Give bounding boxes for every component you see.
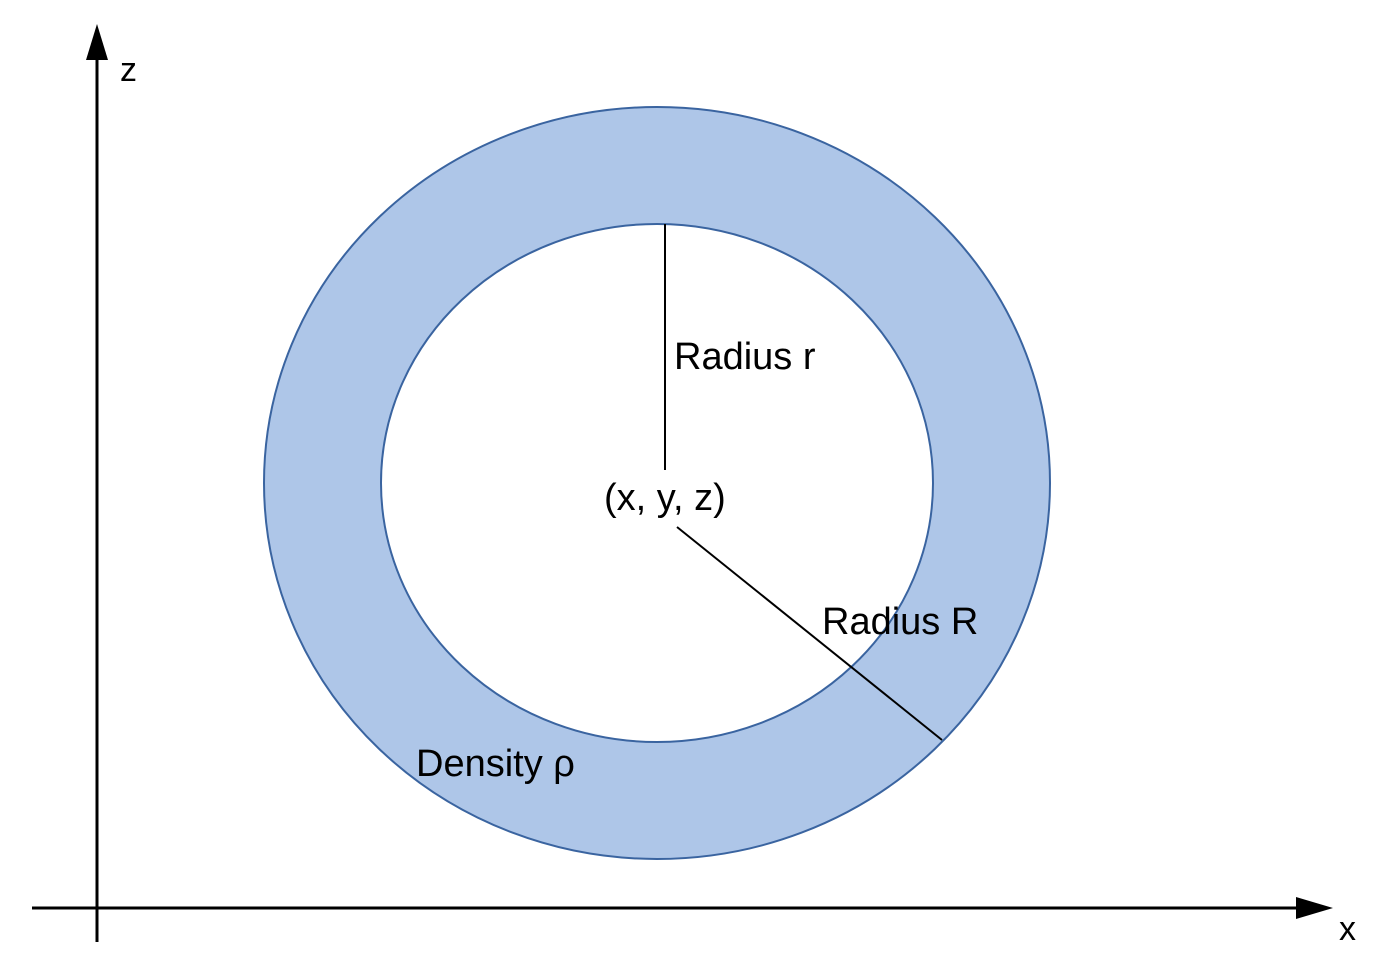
outer-shell: [264, 107, 1050, 859]
x-axis-arrowhead: [1296, 897, 1333, 919]
density-label: Density ρ: [416, 743, 575, 785]
outer-radius-line: [676, 526, 943, 741]
center-label: (x, y, z): [604, 477, 726, 519]
outer-radius-label: Radius R: [822, 601, 978, 643]
outer-boundary: [263, 106, 1051, 860]
inner-radius-label: Radius r: [674, 336, 816, 378]
z-axis-arrowhead: [86, 24, 108, 60]
x-axis-label: x: [1339, 910, 1356, 948]
z-axis-label: z: [120, 51, 137, 89]
inner-boundary: [380, 223, 934, 743]
